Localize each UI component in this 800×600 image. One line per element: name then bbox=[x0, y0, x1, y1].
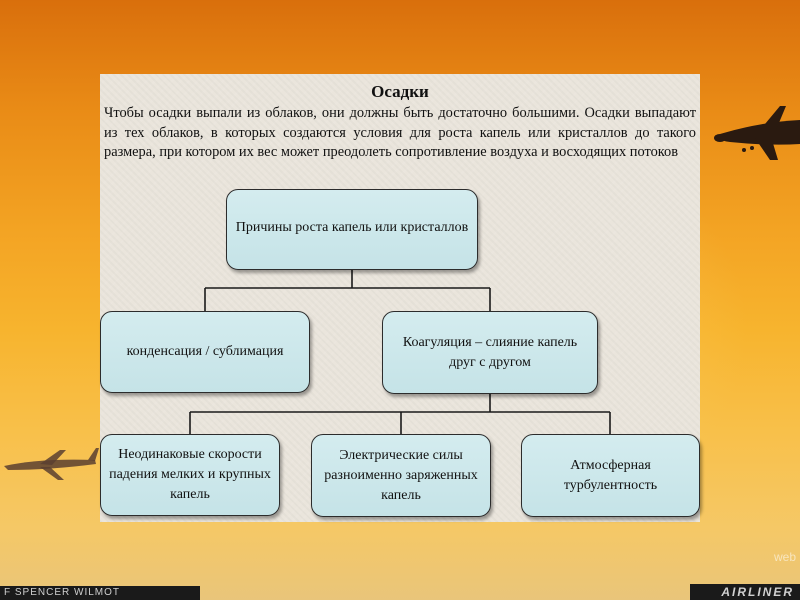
slide-body-text: Чтобы осадки выпали из облаков, они долж… bbox=[104, 105, 696, 160]
airplane-silhouette-icon bbox=[714, 106, 800, 160]
diagram-connectors bbox=[189, 270, 611, 434]
slide-panel: Осадки Чтобы осадки выпали из облаков, о… bbox=[100, 74, 700, 522]
airplane-distant-icon bbox=[4, 448, 99, 480]
slide-title: Осадки bbox=[371, 82, 429, 101]
photo-credit-web: web bbox=[774, 550, 797, 564]
node-fall-speeds: Неодинаковые скорости падения мелких и к… bbox=[100, 434, 280, 516]
node-coagulation: Коагуляция – слияние капель друг с друго… bbox=[382, 311, 598, 394]
photo-credit-airliner: AIRLINER bbox=[690, 584, 800, 600]
node-turbulence: Атмосферная турбулентность bbox=[521, 434, 700, 517]
node-electric-forces: Электрические силы разноименно заряженны… bbox=[311, 434, 491, 517]
node-condensation: конденсация / сублимация bbox=[100, 311, 310, 393]
photo-credit-author: F SPENCER WILMOT bbox=[0, 586, 200, 600]
node-growth-causes: Причины роста капель или кристаллов bbox=[226, 189, 478, 270]
